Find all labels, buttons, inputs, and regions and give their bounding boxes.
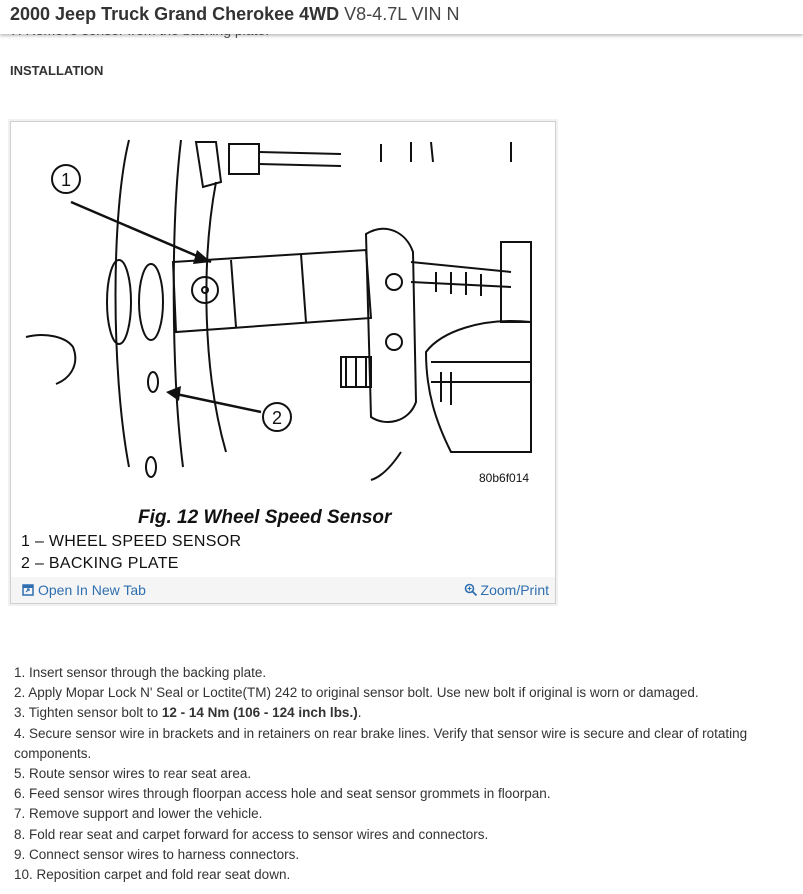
- section-heading: INSTALLATION: [10, 63, 104, 78]
- vehicle-title: 2000 Jeep Truck Grand Cherokee 4WD: [10, 4, 340, 24]
- step-item: 2. Apply Mopar Lock N' Seal or Loctite(T…: [14, 685, 699, 701]
- figure-footer: Open In New Tab Zoom/Print: [11, 577, 555, 603]
- step-item: 4. Secure sensor wire in brackets and in…: [14, 725, 748, 761]
- page-header: 2000 Jeep Truck Grand Cherokee 4WD V8-4.…: [0, 0, 803, 34]
- installation-steps: 1. Insert sensor through the backing pla…: [10, 663, 790, 885]
- torque-spec: 12 - 14 Nm (106 - 124 inch lbs.): [161, 705, 358, 721]
- wheel-speed-sensor-illustration[interactable]: 1 2: [11, 122, 555, 482]
- zoom-print-link[interactable]: Zoom/Print: [464, 582, 549, 598]
- page-title: 2000 Jeep Truck Grand Cherokee 4WD V8-4.…: [10, 4, 460, 25]
- figure-caption: Fig. 12 Wheel Speed Sensor: [138, 507, 392, 528]
- callout-2-circle: [262, 402, 292, 432]
- legend-item-2: 2 – BACKING PLATE: [21, 555, 179, 572]
- step-item: 3. Tighten sensor bolt to 12 - 14 Nm (10…: [14, 705, 362, 721]
- step-item: 9. Connect sensor wires to harness conne…: [14, 846, 300, 862]
- step-item: 8. Fold rear seat and carpet forward for…: [14, 826, 489, 842]
- open-in-new-tab-label: Open In New Tab: [38, 582, 146, 598]
- step-item: 1. Insert sensor through the backing pla…: [14, 665, 267, 680]
- callout-1-circle: [51, 164, 81, 194]
- legend-item-1: 1 – WHEEL SPEED SENSOR: [21, 533, 242, 550]
- step-item: 6. Feed sensor wires through floorpan ac…: [14, 786, 551, 802]
- callout-1-label: 1: [61, 170, 71, 190]
- step-item: 5. Route sensor wires to rear seat area.: [14, 766, 252, 782]
- open-tab-icon: [22, 584, 34, 596]
- engine-subtitle: V8-4.7L VIN N: [344, 4, 460, 24]
- callout-2-label: 2: [272, 408, 282, 428]
- zoom-print-label: Zoom/Print: [480, 582, 549, 598]
- magnifier-icon: [464, 583, 477, 597]
- figure-code: 80b6f014: [479, 471, 530, 485]
- open-in-new-tab-link[interactable]: Open In New Tab: [22, 582, 146, 598]
- step-item: 7. Remove support and lower the vehicle.: [14, 806, 263, 822]
- step-item: 10. Reposition carpet and fold rear seat…: [14, 867, 291, 883]
- figure-card: 1 2 80b6f014 Fig. 12 Wheel Speed Sensor …: [10, 121, 556, 604]
